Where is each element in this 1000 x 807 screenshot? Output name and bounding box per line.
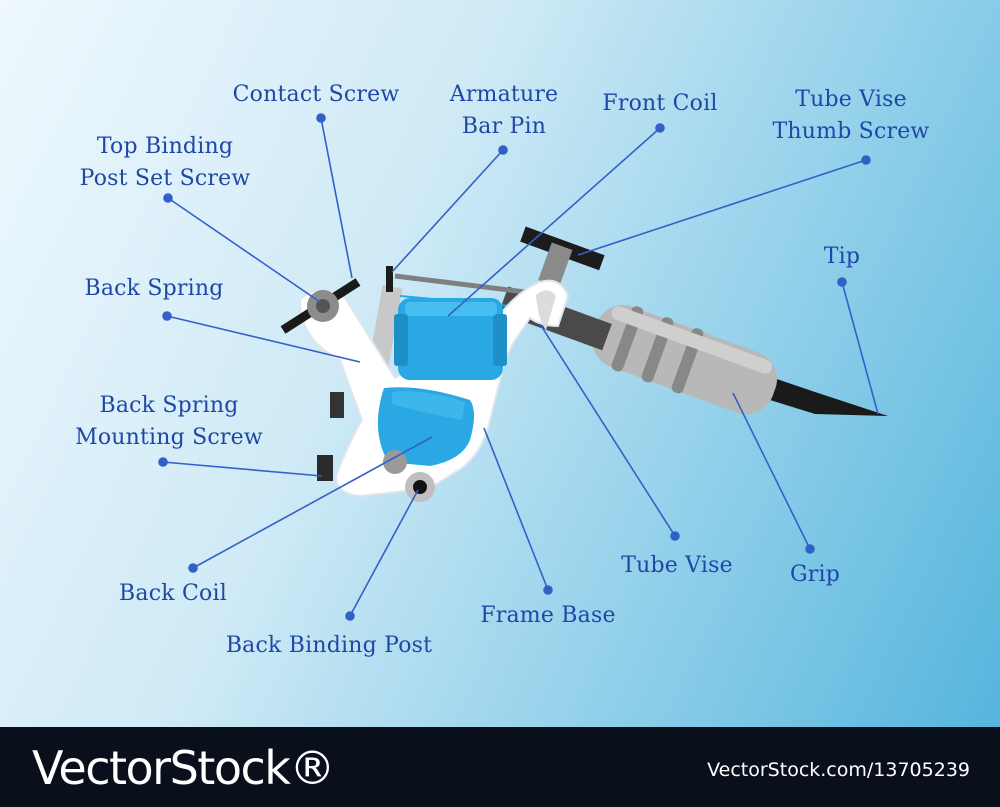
- leader-grip: [732, 392, 815, 554]
- label-front-coil: Front Coil: [602, 91, 718, 116]
- label-armature-bar-pin: Armature Bar Pin: [424, 79, 584, 143]
- tattoo-machine-illustration: [280, 226, 888, 502]
- label-tube-vise-thumb-screw-line1: Tube Vise: [795, 87, 907, 112]
- leader-contact-screw: [316, 113, 353, 279]
- label-contact-screw: Contact Screw: [232, 82, 400, 107]
- label-back-spring-mounting-line2: Mounting Screw: [75, 425, 263, 450]
- leader-tip: [837, 277, 879, 415]
- label-tube-vise: Tube Vise: [621, 553, 733, 578]
- label-back-spring: Back Spring: [84, 276, 224, 301]
- label-frame-base: Frame Base: [480, 603, 616, 628]
- label-top-binding-line2: Post Set Screw: [79, 166, 251, 191]
- leader-lines: [158, 113, 879, 621]
- leader-top-binding-post: [163, 193, 321, 303]
- watermark-footer: VectorStock® VectorStock.com/13705239: [0, 727, 1000, 807]
- label-back-binding-post: Back Binding Post: [225, 633, 433, 658]
- label-tip: Tip: [823, 244, 861, 269]
- diagram-canvas: Contact Screw Armature Bar Pin Front Coi…: [0, 0, 1000, 727]
- leader-tube-vise-thumb-screw: [577, 155, 871, 256]
- grip-shape: [592, 305, 778, 415]
- label-tube-vise-thumb-screw-line2: Thumb Screw: [772, 119, 930, 144]
- leader-front-coil: [447, 123, 665, 317]
- leader-back-spring: [162, 311, 361, 363]
- lower-screw-shape: [317, 455, 333, 481]
- label-back-spring-mounting-screw: Back Spring Mounting Screw: [62, 390, 276, 454]
- vectorstock-logo: VectorStock®: [32, 741, 335, 795]
- leader-back-spring-mounting-screw: [158, 457, 323, 477]
- thumb-screw-shape: [520, 226, 605, 288]
- stock-id-text: VectorStock.com/13705239: [707, 759, 970, 781]
- label-top-binding-line1: Top Binding: [96, 134, 234, 159]
- needle-tip: [757, 374, 888, 416]
- leader-tube-vise: [539, 323, 680, 541]
- leader-armature-bar-pin: [391, 145, 508, 273]
- leader-frame-base: [483, 427, 553, 595]
- label-tube-vise-thumb-screw: Tube Vise Thumb Screw: [756, 84, 946, 148]
- label-top-binding-post-set-screw: Top Binding Post Set Screw: [70, 131, 260, 195]
- label-armature-bar-pin-line2: Bar Pin: [461, 114, 547, 139]
- label-back-spring-mounting-line1: Back Spring: [99, 393, 239, 418]
- label-grip: Grip: [789, 562, 840, 587]
- leader-back-binding-post: [345, 489, 419, 621]
- label-back-coil: Back Coil: [119, 581, 227, 606]
- front-coil-shape: [394, 298, 507, 380]
- leader-back-coil: [188, 436, 433, 573]
- tattoo-machine-diagram: [158, 113, 888, 621]
- label-armature-bar-pin-line1: Armature: [449, 82, 559, 107]
- back-spring-screw-shape: [330, 392, 344, 418]
